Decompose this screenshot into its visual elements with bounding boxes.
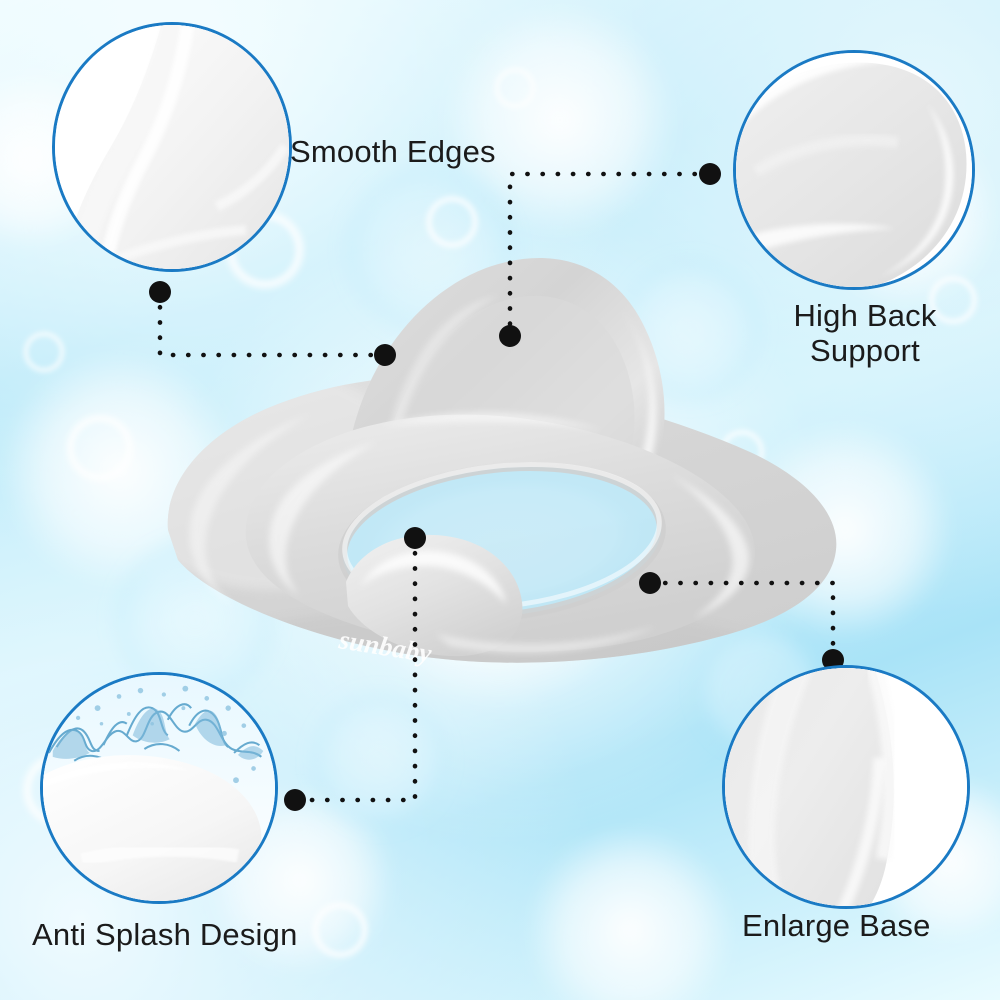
high-back-support-closeup[interactable] [733,50,975,290]
feature-label-anti-splash-design: Anti Splash Design [32,917,298,952]
splash-guard-surface [43,755,262,901]
smooth-edges-closeup[interactable] [52,22,292,272]
anti-splash-closeup[interactable] [40,672,278,904]
feature-label-smooth-edges: Smooth Edges [290,134,496,169]
water-droplets [75,685,256,784]
product-image: sunbaby [150,230,850,710]
feature-label-high-back-support: High Back Support [793,298,937,369]
potty-seat-illustration: sunbaby [167,258,837,669]
enlarge-base-closeup[interactable] [722,665,970,909]
feature-label-enlarge-base: Enlarge Base [742,908,931,943]
